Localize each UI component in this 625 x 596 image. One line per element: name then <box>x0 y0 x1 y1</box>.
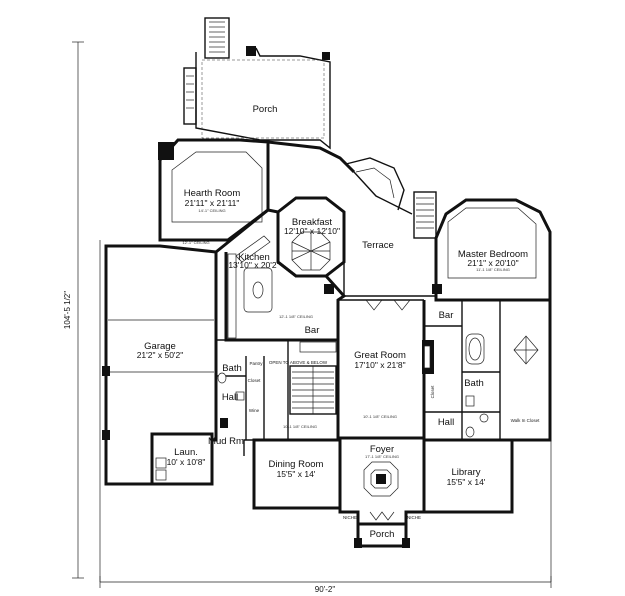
bath-left-label: Bath <box>222 363 242 374</box>
hearth-room-dims: 21'11" x 21'11" <box>185 198 240 208</box>
library-label: Library <box>451 467 480 478</box>
niche-label-1: NICHE <box>343 515 357 520</box>
open-above-label: OPEN TO ABOVE & BELOW <box>269 360 328 365</box>
breakfast-label: Breakfast <box>292 217 332 228</box>
library-dims: 15'5" x 14' <box>447 477 486 487</box>
master-bedroom: Master Bedroom 21'1" x 20'10" 11'-1 1/8"… <box>434 198 552 302</box>
great-room: Great Room 17'10" x 21'8" 10'-1 1/8" CEI… <box>336 299 434 440</box>
garage-label: Garage <box>144 341 176 352</box>
kitchen-dims: 13'10" x 20'2" <box>228 260 279 270</box>
pantry-label: Pantry <box>249 361 263 366</box>
hall-right-label: Hall <box>438 417 454 428</box>
great-room-low-ceiling: 10'-1 1/8" CEILING <box>363 414 397 419</box>
hearth-room-ceiling: 14'-1" CEILING <box>198 208 225 213</box>
master-suite-wing: Bar Bath Hall Walk In Closet Closet <box>423 298 552 442</box>
closet-right-label: Closet <box>430 385 435 399</box>
wine-label: Wine <box>249 408 260 413</box>
hall-left-label: Hall <box>222 392 238 403</box>
niche-label-2: NICHE <box>407 515 421 520</box>
mud-room-label: Mud Rm <box>208 436 244 447</box>
foyer-ceiling: 17'-1 1/8" CEILING <box>365 454 399 459</box>
dining-room-dims: 15'5" x 14' <box>277 469 316 479</box>
hearth-room-label: Hearth Room <box>184 188 241 199</box>
terrace: Terrace <box>324 212 442 297</box>
breakfast-nook: Breakfast 12'10" x 12'10" <box>276 196 346 278</box>
kitchen: Kitchen 13'10" x 20'2" 12'-1 1/8" CEILIN… <box>215 208 347 342</box>
terrace-label: Terrace <box>362 240 394 251</box>
porch-front-label: Porch <box>370 529 395 540</box>
laundry-label: Laun. <box>174 447 198 458</box>
great-room-label: Great Room <box>354 350 406 361</box>
foyer: Foyer 17'-1 1/8" CEILING <box>338 440 426 526</box>
overall-width-label: 90'-2" <box>315 585 336 594</box>
hall-ceiling-label: 10'-1 1/8" CEILING <box>283 424 317 429</box>
dining-room: Dining Room 15'5" x 14' NICHE <box>252 438 357 520</box>
porch-front: Porch <box>354 524 410 548</box>
service-wing: Bath Hall Mud Rm Laun. 10' x 10'8" <box>150 339 289 486</box>
hearth-room: Hearth Room 21'11" x 21'11" 14'-1" CEILI… <box>158 138 270 245</box>
foyer-label: Foyer <box>370 444 394 455</box>
hearth-room-ceiling-2: 12'-1" CEILING <box>182 240 209 245</box>
laundry-dims: 10' x 10'8" <box>167 457 206 467</box>
kitchen-ceiling: 12'-1 1/8" CEILING <box>279 314 313 319</box>
dining-room-label: Dining Room <box>269 459 324 470</box>
bar-left-label: Bar <box>305 325 320 336</box>
master-bedroom-ceiling: 11'-1 1/8" CEILING <box>476 267 510 272</box>
porch-top-label: Porch <box>253 104 278 115</box>
master-bedroom-dims: 21'1" x 20'10" <box>467 258 518 268</box>
walk-in-closet-label: Walk In Closet <box>511 418 541 423</box>
great-room-dims: 17'10" x 21'8" <box>354 360 405 370</box>
overall-depth-label: 104'-5 1/2" <box>63 291 72 329</box>
porch-top-area: Porch <box>183 17 331 150</box>
library: Library 15'5" x 14' NICHE <box>407 438 514 520</box>
garage-dims: 21'2" x 50'2" <box>137 350 184 360</box>
stair-core: Pantry OPEN TO ABOVE & BELOW Closet Wine… <box>248 341 337 429</box>
kitchen-label: Kitchen <box>238 252 270 263</box>
bath-right-label: Bath <box>464 378 484 389</box>
garage: Garage 21'2" x 50'2" <box>102 244 218 486</box>
master-bedroom-label: Master Bedroom <box>458 249 528 260</box>
breakfast-dims: 12'10" x 12'10" <box>284 226 340 236</box>
closet-label: Closet <box>248 378 262 383</box>
bar-right-label: Bar <box>439 310 454 321</box>
upper-corridor <box>267 140 437 239</box>
